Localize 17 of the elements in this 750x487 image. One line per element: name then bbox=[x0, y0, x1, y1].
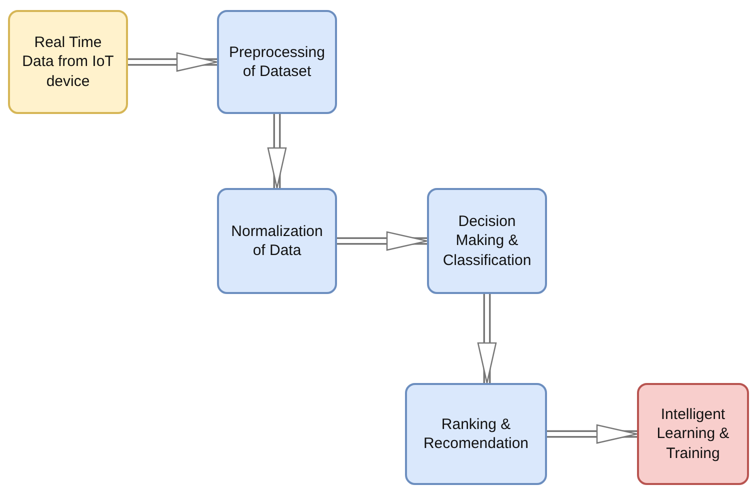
box-label: Preprocessing of Dataset bbox=[228, 42, 326, 82]
process-box bbox=[405, 383, 547, 485]
box-label: Real Time Data from IoT device bbox=[21, 32, 115, 92]
process-box bbox=[217, 10, 337, 114]
box-label: Ranking & Recomendation bbox=[422, 414, 530, 454]
block-arrow bbox=[128, 52, 218, 72]
process-box bbox=[8, 10, 128, 114]
block-arrow bbox=[477, 294, 497, 384]
block-arrow bbox=[267, 114, 287, 189]
block-arrow bbox=[547, 424, 638, 444]
process-box bbox=[427, 188, 547, 294]
process-box bbox=[217, 188, 337, 294]
process-box bbox=[637, 383, 749, 485]
box-label: Normalization of Data bbox=[230, 222, 324, 260]
box-label: Intelligent Learning & Training bbox=[656, 404, 730, 464]
box-label: Decision Making & Classification bbox=[442, 212, 532, 270]
block-arrow bbox=[337, 231, 428, 251]
